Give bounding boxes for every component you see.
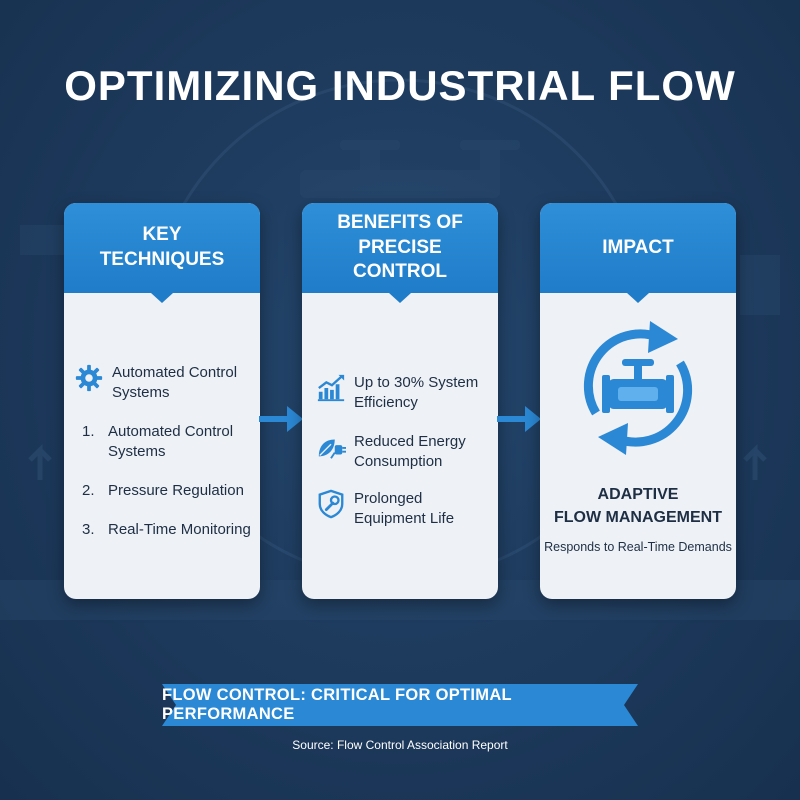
impact-header: IMPACT [540, 203, 736, 303]
list-number: 1. [82, 423, 95, 440]
technique-item-3: 3. Real-Time Monitoring [82, 520, 251, 540]
impact-card: IMPACT ADAPTIVE FLOW MANAGEMENT Responds… [540, 203, 736, 599]
conclusion-banner: FLOW CONTROL: CRITICAL FOR OPTIMAL PERFO… [162, 684, 638, 726]
benefit-item-3: Prolonged Equipment Life [316, 489, 454, 530]
technique-item-label: Pressure Regulation [108, 482, 244, 499]
key-techniques-header: KEY TECHNIQUES [64, 203, 260, 303]
header-notch [627, 293, 649, 303]
list-number: 3. [82, 521, 95, 538]
banner-text: FLOW CONTROL: CRITICAL FOR OPTIMAL PERFO… [162, 686, 512, 723]
header-notch [151, 293, 173, 303]
benefit-item-label: Prolonged Equipment Life [354, 490, 455, 528]
gear-icon [75, 364, 103, 392]
benefit-item-1: Up to 30% System Efficiency [316, 373, 478, 414]
technique-item-1: 1. Automated Control Systems [82, 422, 233, 463]
banner-ribbon-shape [162, 684, 638, 726]
cycle-valve-icon [583, 321, 693, 455]
eco-plug-icon [318, 439, 346, 459]
technique-item-featured: Automated Control Systems [74, 363, 237, 404]
header-notch [389, 293, 411, 303]
technique-item-label: Real-Time Monitoring [108, 521, 251, 538]
benefit-item-2: Reduced Energy Consumption [316, 432, 466, 473]
page-title: OPTIMIZING INDUSTRIAL FLOW [64, 62, 736, 109]
technique-item-label: Automated Control Systems [108, 423, 234, 461]
benefits-heading: BENEFITS OF PRECISE CONTROL [337, 211, 463, 283]
shield-wrench-icon [318, 489, 344, 519]
list-number: 2. [82, 482, 95, 499]
growth-chart-icon [317, 374, 345, 402]
benefits-header: BENEFITS OF PRECISE CONTROL [302, 203, 498, 303]
benefits-card: BENEFITS OF PRECISE CONTROL Up to 30% Sy… [302, 203, 498, 599]
benefit-item-label: Up to 30% System Efficiency [354, 374, 479, 412]
flow-arrow-right-icon [259, 406, 303, 432]
impact-result-subtitle: Responds to Real-Time Demands [544, 540, 732, 554]
impact-result-title: ADAPTIVE FLOW MANAGEMENT [554, 486, 722, 527]
key-techniques-card: KEY TECHNIQUES Automated Control Systems… [64, 203, 260, 599]
benefit-item-label: Reduced Energy Consumption [354, 433, 466, 471]
technique-item-2: 2. Pressure Regulation [82, 481, 244, 501]
source-citation: Source: Flow Control Association Report [292, 738, 508, 752]
key-techniques-heading: KEY TECHNIQUES [99, 224, 225, 270]
technique-item-label: Automated Control Systems [112, 364, 238, 402]
flow-arrow-right-icon [497, 406, 541, 432]
impact-heading: IMPACT [602, 236, 674, 258]
